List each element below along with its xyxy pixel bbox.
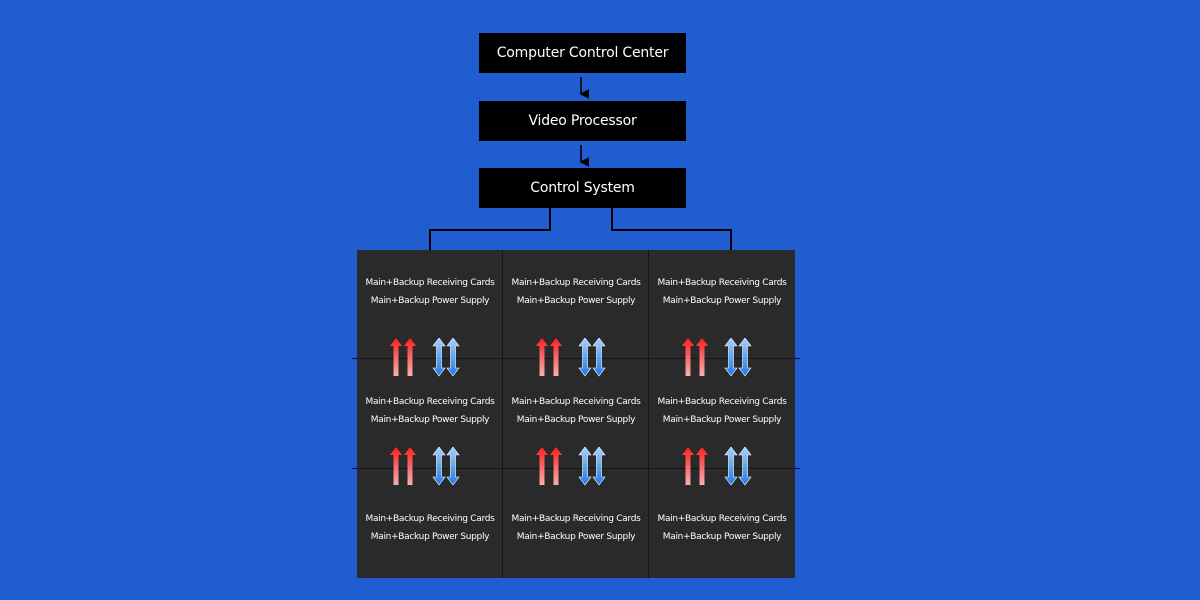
connector-control-to-left (429, 208, 551, 250)
receiving-cards-label: Main+Backup Receiving Cards (657, 278, 787, 288)
red-up-arrow-icon (696, 447, 708, 485)
blue-double-arrow-icon (738, 447, 752, 486)
blue-double-arrow-icon (592, 338, 606, 377)
box-label: Control System (530, 180, 635, 196)
red-up-arrow-icon (696, 338, 708, 376)
box-label: Computer Control Center (496, 45, 669, 61)
red-up-arrow-icon (536, 338, 548, 376)
power-supply-label: Main+Backup Power Supply (370, 296, 490, 306)
receiving-cards-label: Main+Backup Receiving Cards (511, 278, 641, 288)
blue-double-arrow-icon (446, 447, 460, 486)
computer-control-center-box: Computer Control Center (479, 33, 686, 73)
redundancy-arrows (390, 447, 460, 486)
blue-double-arrow-icon (446, 338, 460, 377)
redundancy-arrows (682, 447, 752, 486)
receiving-cards-label: Main+Backup Receiving Cards (657, 397, 787, 407)
blue-double-arrow-icon (724, 447, 738, 486)
red-up-arrow-icon (536, 447, 548, 485)
power-supply-label: Main+Backup Power Supply (662, 532, 782, 542)
control-system-box: Control System (479, 168, 686, 208)
redundancy-arrows (682, 338, 752, 377)
blue-double-arrow-icon (578, 338, 592, 377)
cabinet-divider (648, 250, 649, 578)
receiving-cards-label: Main+Backup Receiving Cards (511, 397, 641, 407)
power-supply-label: Main+Backup Power Supply (516, 532, 636, 542)
receiving-cards-label: Main+Backup Receiving Cards (511, 514, 641, 524)
video-processor-box: Video Processor (479, 101, 686, 141)
red-up-arrow-icon (390, 447, 402, 485)
receiving-cards-label: Main+Backup Receiving Cards (657, 514, 787, 524)
red-up-arrow-icon (550, 338, 562, 376)
cabinet-divider (502, 250, 503, 578)
redundancy-arrows (390, 338, 460, 377)
power-supply-label: Main+Backup Power Supply (370, 415, 490, 425)
blue-double-arrow-icon (738, 338, 752, 377)
cabinet-divider (352, 358, 800, 359)
receiving-cards-label: Main+Backup Receiving Cards (365, 278, 495, 288)
redundancy-arrows (536, 338, 606, 377)
box-label: Video Processor (528, 113, 637, 129)
blue-double-arrow-icon (578, 447, 592, 486)
blue-double-arrow-icon (432, 447, 446, 486)
power-supply-label: Main+Backup Power Supply (662, 296, 782, 306)
blue-double-arrow-icon (592, 447, 606, 486)
red-up-arrow-icon (550, 447, 562, 485)
red-up-arrow-icon (682, 447, 694, 485)
red-up-arrow-icon (404, 338, 416, 376)
power-supply-label: Main+Backup Power Supply (370, 532, 490, 542)
red-up-arrow-icon (682, 338, 694, 376)
receiving-cards-label: Main+Backup Receiving Cards (365, 514, 495, 524)
blue-double-arrow-icon (724, 338, 738, 377)
receiving-cards-label: Main+Backup Receiving Cards (365, 397, 495, 407)
red-up-arrow-icon (404, 447, 416, 485)
power-supply-label: Main+Backup Power Supply (662, 415, 782, 425)
blue-double-arrow-icon (432, 338, 446, 377)
power-supply-label: Main+Backup Power Supply (516, 296, 636, 306)
power-supply-label: Main+Backup Power Supply (516, 415, 636, 425)
redundancy-arrows (536, 447, 606, 486)
red-up-arrow-icon (390, 338, 402, 376)
connector-control-to-right (611, 208, 732, 250)
cabinet-divider (352, 468, 800, 469)
